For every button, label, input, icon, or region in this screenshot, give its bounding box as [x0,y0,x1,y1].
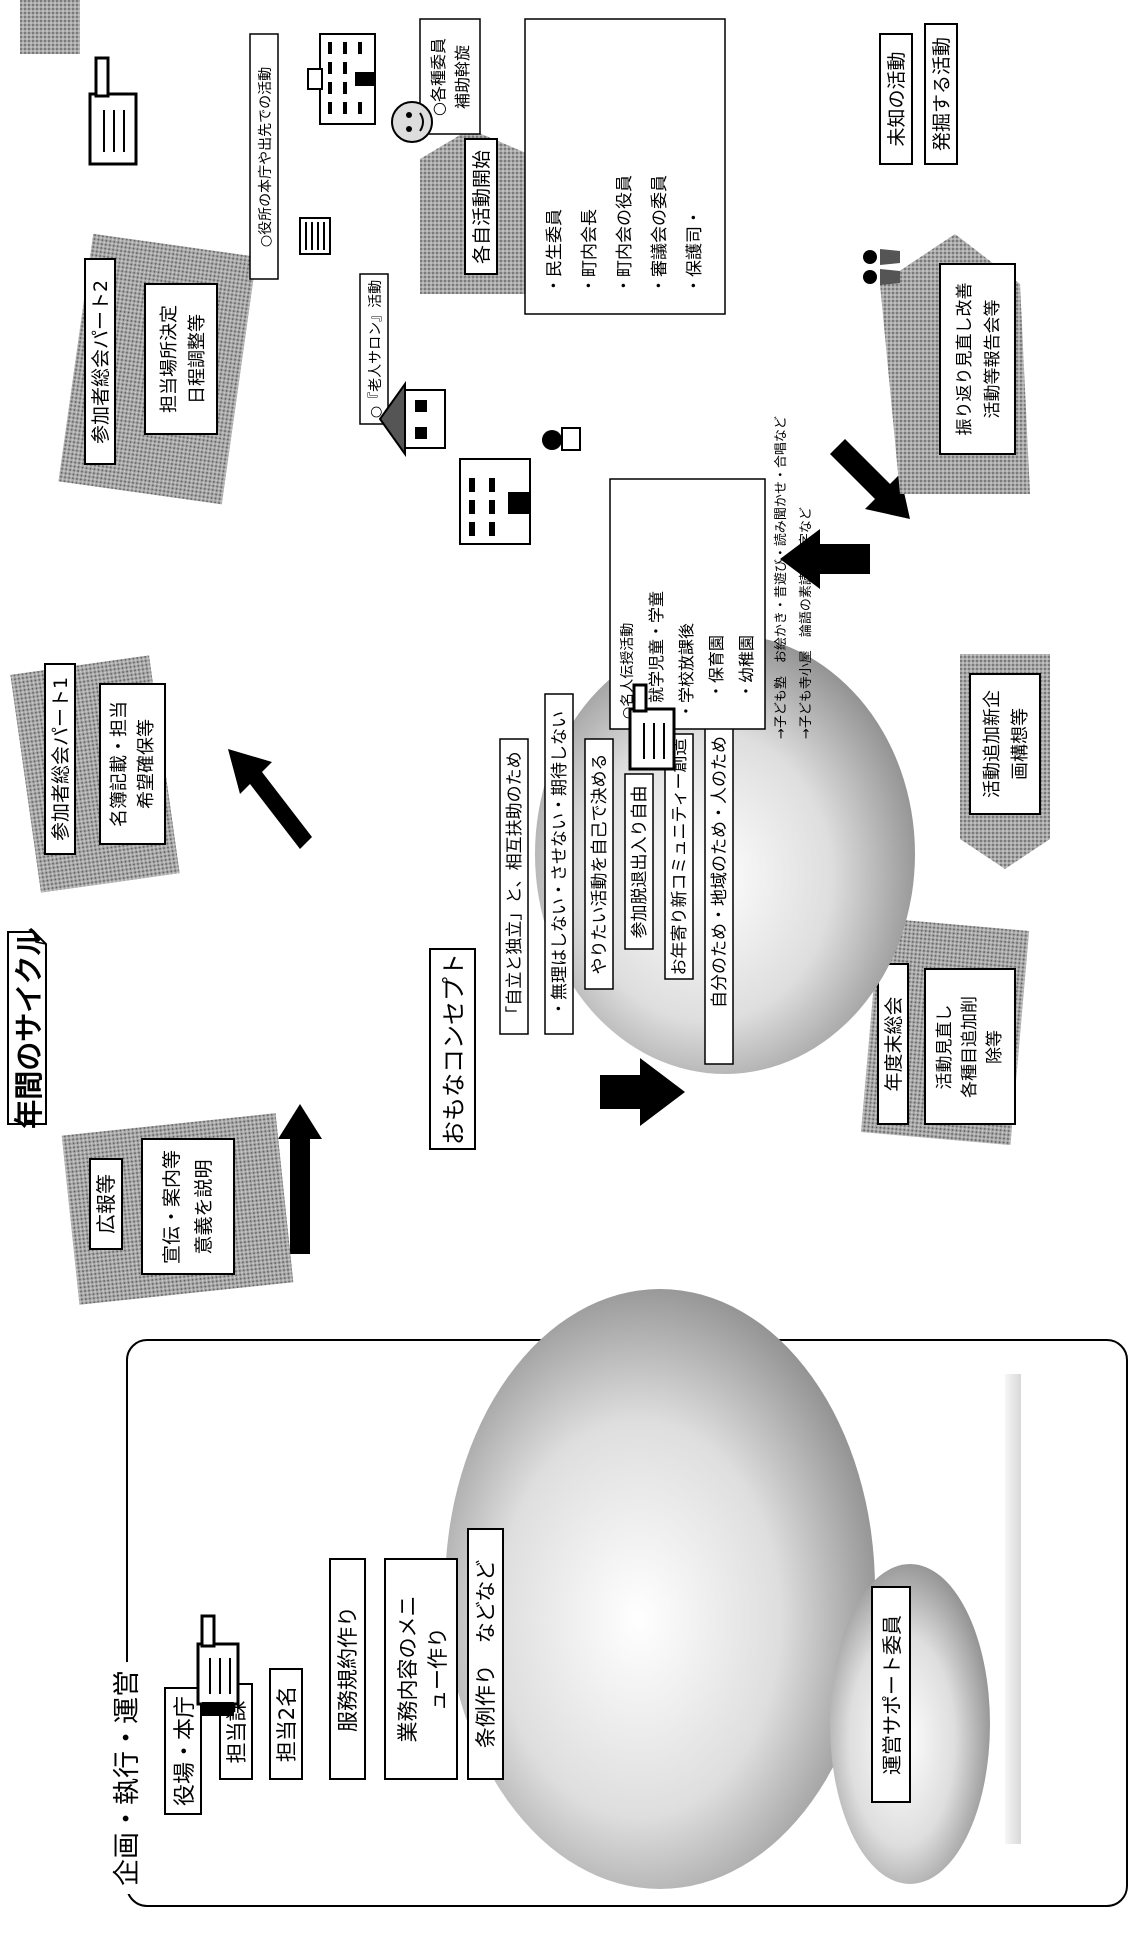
stage-new-plan: 活動追加新企 画構想等 [960,654,1050,869]
year-end-line-1: 活動見直し [935,1005,955,1090]
advisor-title-line-1: ○各種委員 [429,38,448,116]
advisor-title-line-2: 補助斡旋 [453,45,472,109]
new-plan-line-1: 活動追加新企 [982,690,1003,798]
unknown-line-1: 未知の活動 [886,51,908,146]
part1-title: 参加者総会パート1 [50,677,72,841]
stage-pr: 広報等 宣伝・案内等 意義を説明 [62,1113,294,1305]
concept-3: やりたい活動を自己で決める [590,754,610,975]
support-box: 運営サポート委員 [872,1587,910,1802]
planning-oval [445,1289,875,1889]
part2-title: 参加者総会パート2 [90,280,112,444]
office-work-label: ○役所の本庁や出先での活動 [258,67,274,247]
tradition-item: ・保育園 [707,635,726,699]
office-box: 役場・本庁 [165,1688,201,1814]
ordinance-label: 条例作り などなど [474,1560,498,1749]
unknown-line-2: 発掘する活動 [931,37,953,151]
concept-1: 「自立と独立」と、相互扶助のため [505,751,525,1022]
kids-line-1: →子ども塾 お絵かき・昔遊び・読み聞かせ・合唱など [773,416,789,739]
tradition-item: ・学校放課後 [677,623,696,719]
planning-heading: 企画・執行・運営 [112,1670,143,1886]
page-title: 年間のサイクル [12,927,46,1129]
pr-title: 広報等 [94,1174,118,1234]
rules-label: 服務規約作り [336,1606,360,1732]
teacher-icon [542,428,580,450]
arrow-icon [228,749,312,849]
concept-6: 自分のため・地域のため・人のため [710,736,730,1008]
staff-label: 担当2名 [275,1686,299,1762]
planning-panel: 企画・執行・運営 役場・本庁 担当課 担当2名 服務規約作り [102,1289,1127,1906]
new-plan-line-2: 画構想等 [1010,708,1031,780]
staff-box: 担当2名 [270,1669,302,1779]
rules-box: 服務規約作り [330,1559,365,1779]
house-icon [380,384,445,454]
tradition-item: ・就学児童・学童 [647,591,666,719]
elders-group-icon [863,249,900,285]
ordinance-box: 条例作り などなど [468,1529,503,1779]
title-banner: 年間のサイクル [8,927,46,1129]
edge-stage-fragment [20,0,80,54]
menu-box: 業務内容のメニ ュー作り [385,1559,457,1779]
concept-label: おもなコンセプト [440,953,468,1145]
salon-label: ○『老人サロン』活動 [368,280,384,418]
school-icon [460,459,530,544]
office-label: 役場・本庁 [173,1696,198,1806]
arrow-icon [600,1058,685,1126]
year-end-line-3: 除等 [985,1030,1005,1064]
landscape-frame: 年間のサイクル 企画・執行・運営 役場・本庁 担当課 担当2名 [8,0,1127,1906]
stage-review: 振り返り見直し改善 活動等報告会等 [880,234,1030,494]
concept-2: ・無理はしない・させない・期待しない [550,711,570,1017]
advisor-item: ・町内会長 [580,209,600,294]
menu-line-1: 業務内容のメニ [396,1596,420,1743]
part1-body-line-1: 名簿記載・担当 [109,701,130,827]
stage-start: 各自活動開始 [420,129,540,294]
review-line-1: 振り返り見直し改善 [955,283,975,436]
review-line-2: 活動等報告会等 [983,300,1003,419]
part2-body-line-1: 担当場所決定 [159,305,180,413]
pointing-hand-icon [90,58,136,164]
pr-body-line-1: 宣伝・案内等 [161,1150,183,1264]
year-end-line-2: 各種目追加削 [960,996,980,1098]
kids-line-2: →子ども寺小屋 論語の素読・習字など [798,507,814,739]
tradition-item: ・幼稚園 [737,635,756,699]
computer-icon [300,218,330,254]
support-label: 運営サポート委員 [880,1615,904,1775]
office-building-icon [308,34,375,124]
elder-face-icon [392,102,432,142]
stage-part1: 参加者総会パート1 名簿記載・担当 希望確保等 [10,655,179,892]
concept-5: お年寄り新コミュニティー創造 [670,739,690,976]
advisor-item: ・民生委員 [545,209,565,294]
part2-body-line-2: 日程調整等 [187,314,208,404]
pr-body-line-2: 意義を説明 [193,1159,215,1254]
stage-part2: 参加者総会パート2 担当場所決定 日程調整等 [20,0,257,504]
menu-line-2: ュー作り [426,1627,450,1711]
stage-unknown: 未知の活動 発掘する活動 [880,24,957,164]
advisor-item: ・保護司・ [685,209,705,294]
year-end-title: 年度末総会 [883,996,905,1091]
advisor-item: ・審議会の委員 [650,175,670,294]
start-label: 各自活動開始 [471,150,493,264]
advisor-item: ・町内会の役員 [615,175,635,294]
concept-4: 参加脱退出入り自由 [630,786,650,939]
planning-band [1005,1374,1021,1844]
arrow-icon [780,529,870,589]
activity-details: ○役所の本庁や出先での活動 ○『老人サロン』活動 ○各種委員 補助斡旋 ・民生委… [250,19,814,739]
part1-body-line-2: 希望確保等 [136,719,157,809]
